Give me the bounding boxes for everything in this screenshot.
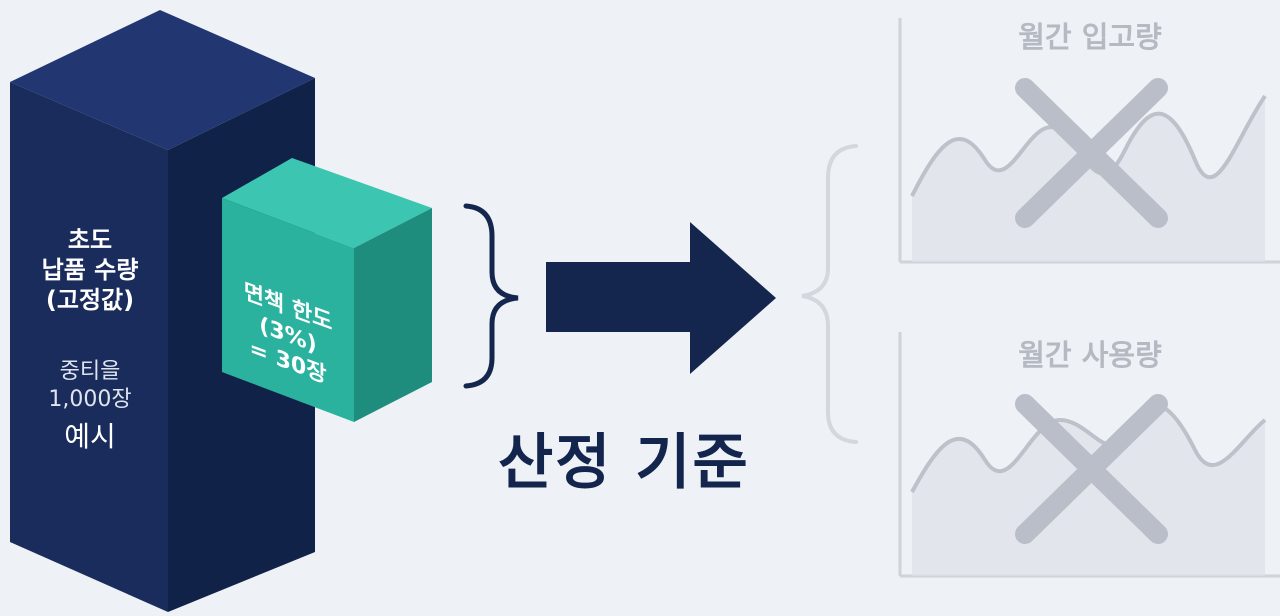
tall-block-note-line-3: 예시 — [64, 420, 116, 453]
tall-block-title: 초도 납품 수량 (고정값) — [20, 225, 160, 315]
small-block-front — [222, 198, 354, 422]
tall-block-title-line-2: 납품 수량 — [41, 256, 139, 284]
tall-block-title-line-3: (고정값) — [45, 286, 135, 314]
chart-monthly-inbound — [898, 18, 1280, 264]
left-brace-faded — [801, 144, 858, 444]
tall-block-note-line-2: 1,000장 — [48, 386, 132, 412]
cross-mark-icon — [1015, 78, 1168, 228]
chart-1-title: 월간 입고량 — [1018, 20, 1162, 54]
chart-2-line — [910, 403, 1267, 493]
chart-1-line — [910, 94, 1267, 197]
chart-2-area — [912, 405, 1265, 576]
arrow-icon — [546, 222, 776, 374]
small-block — [222, 158, 432, 422]
right-brace — [463, 203, 519, 389]
small-block-side — [354, 208, 432, 422]
tall-block-note: 중티을 1,000장 예시 — [20, 358, 160, 454]
tall-block-top — [10, 10, 315, 150]
cross-mark-icon — [1015, 394, 1168, 544]
chart-monthly-usage — [898, 332, 1280, 578]
tall-block-note-line-1: 중티을 — [59, 359, 121, 384]
tall-block-front — [10, 82, 168, 612]
tall-block-title-line-1: 초도 — [67, 226, 113, 254]
chart-2-title: 월간 사용량 — [1018, 338, 1162, 372]
small-block-top — [222, 158, 432, 248]
chart-1-area — [912, 96, 1265, 262]
criteria-label: 산정 기준 — [498, 428, 750, 498]
